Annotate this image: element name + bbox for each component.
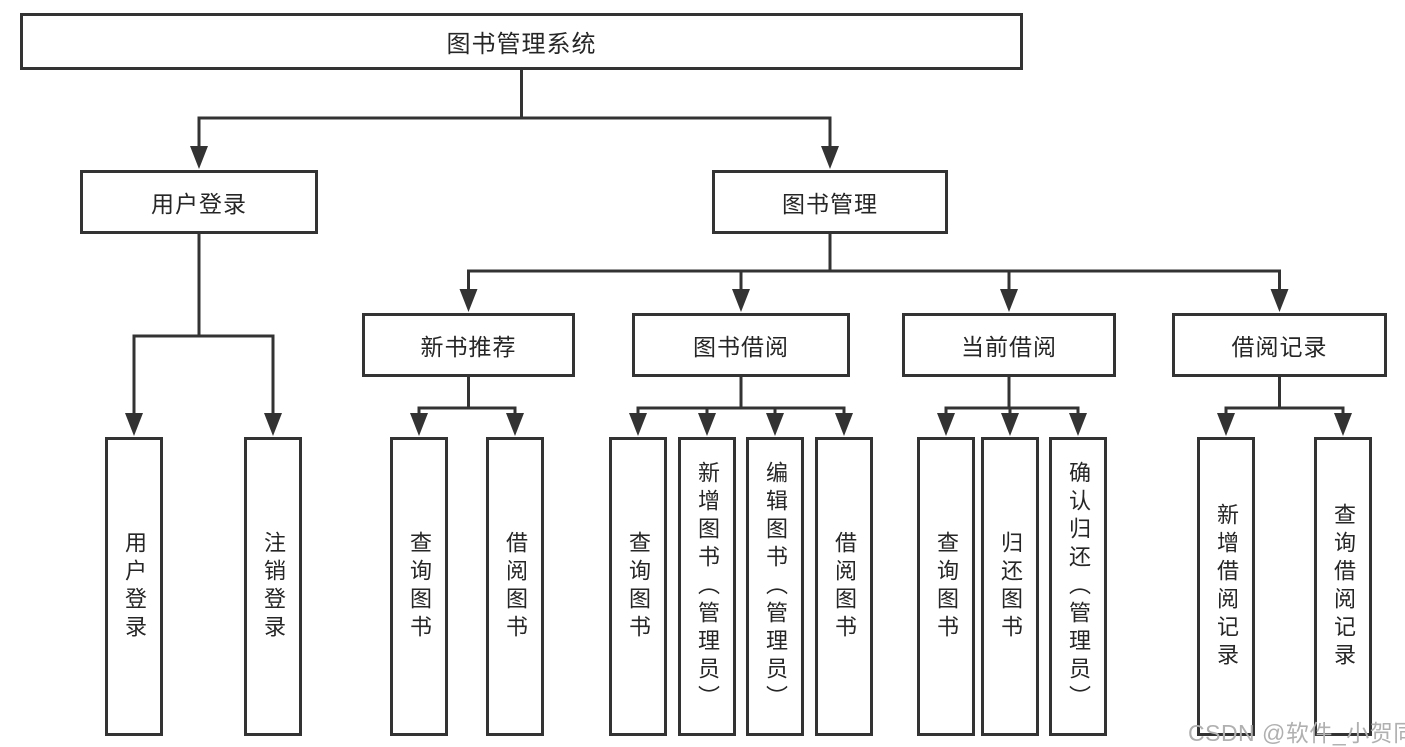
leaf-logout: 注销登录 bbox=[244, 437, 302, 736]
node-library-management-system: 图书管理系统 bbox=[20, 13, 1023, 70]
arrowheads bbox=[125, 146, 1352, 436]
leaf-query-borrow-record: 查询借阅记录 bbox=[1314, 437, 1372, 736]
leaf-query-books-recommend: 查询图书 bbox=[390, 437, 448, 736]
leaf-query-books-current: 查询图书 bbox=[917, 437, 975, 736]
leaf-query-books-borrow: 查询图书 bbox=[609, 437, 667, 736]
node-book-borrowing: 图书借阅 bbox=[632, 313, 850, 377]
leaf-borrow-books: 借阅图书 bbox=[815, 437, 873, 736]
node-label: 图书管理系统 bbox=[446, 31, 597, 58]
node-current-borrowing: 当前借阅 bbox=[902, 313, 1116, 377]
node-label: 图书管理 bbox=[782, 191, 878, 217]
node-borrowing-records: 借阅记录 bbox=[1172, 313, 1387, 377]
leaf-borrow-books-recommend: 借阅图书 bbox=[486, 437, 544, 736]
leaf-add-borrow-record: 新增借阅记录 bbox=[1197, 437, 1255, 736]
node-label: 新书推荐 bbox=[420, 334, 517, 360]
node-label: 图书借阅 bbox=[693, 334, 789, 360]
leaf-return-books: 归还图书 bbox=[981, 437, 1039, 736]
node-label: 借阅记录 bbox=[1231, 334, 1328, 360]
node-label: 用户登录 bbox=[151, 191, 247, 217]
leaf-confirm-return-admin: 确认归还（管理员） bbox=[1049, 437, 1107, 736]
leaf-user-login: 用户登录 bbox=[105, 437, 163, 736]
node-label: 当前借阅 bbox=[961, 334, 1057, 360]
node-user-login: 用户登录 bbox=[80, 170, 318, 234]
node-book-management: 图书管理 bbox=[712, 170, 948, 234]
node-new-book-recommend: 新书推荐 bbox=[362, 313, 575, 377]
leaf-edit-books-admin: 编辑图书（管理员） bbox=[746, 437, 804, 736]
csdn-watermark: CSDN @软件_小贺同学 bbox=[1188, 720, 1405, 746]
leaf-add-books-admin: 新增图书（管理员） bbox=[678, 437, 736, 736]
